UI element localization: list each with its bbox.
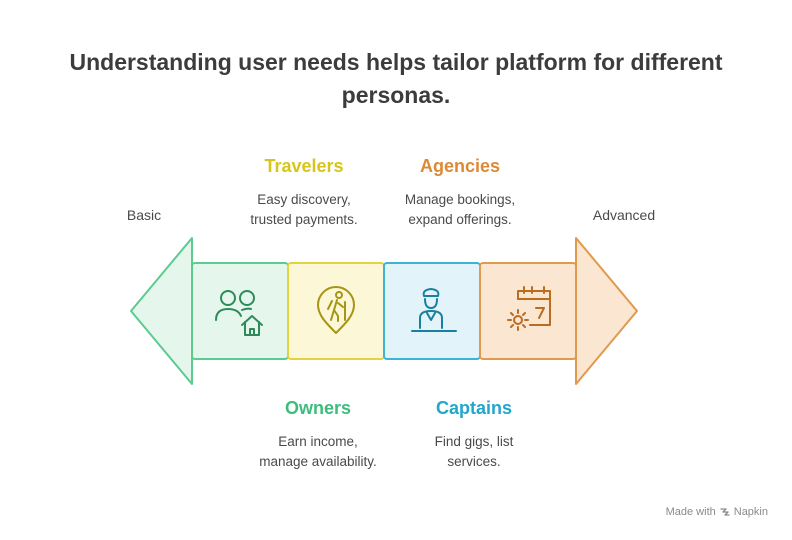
persona-desc-line: Manage bookings,: [404, 192, 516, 207]
napkin-brand-text: Napkin: [733, 506, 768, 518]
persona-title-travelers: Travelers: [264, 156, 344, 176]
page-title: Understanding user needs helps tailor pl…: [40, 46, 752, 112]
persona-desc-line: expand offerings.: [408, 212, 512, 227]
left-arrow-head: [130, 237, 193, 385]
title-line-2: personas.: [341, 82, 451, 108]
calendar-gear-icon: [507, 286, 551, 331]
persona-desc-agencies: Manage bookings, expand offerings.: [380, 190, 540, 230]
owners-box: [191, 262, 289, 360]
persona-desc-line: Earn income,: [278, 434, 358, 449]
people-home-icon: [215, 290, 263, 336]
persona-desc-line: Find gigs, list: [434, 434, 514, 449]
scale-right-label: Advanced: [592, 207, 656, 223]
napkin-credit: Made with Napkin: [666, 506, 768, 518]
persona-title-captains: Captains: [435, 398, 513, 418]
captain-icon: [411, 288, 457, 332]
scale-left-label: Basic: [126, 207, 162, 223]
right-arrow-head: [575, 237, 638, 385]
travelers-box: [287, 262, 385, 360]
persona-desc-captains: Find gigs, list services.: [396, 432, 552, 472]
persona-desc-line: Easy discovery,: [257, 192, 351, 207]
agencies-box: [479, 262, 577, 360]
title-line-1: Understanding user needs helps tailor pl…: [69, 49, 723, 75]
persona-title-agencies: Agencies: [419, 156, 501, 176]
persona-desc-line: manage availability.: [259, 454, 377, 469]
persona-title-owners: Owners: [284, 398, 352, 418]
hiker-location-icon: [317, 286, 355, 334]
napkin-logo-icon: [720, 508, 730, 516]
persona-desc-line: services.: [447, 454, 501, 469]
persona-desc-owners: Earn income, manage availability.: [236, 432, 400, 472]
made-with-text: Made with: [665, 506, 716, 518]
persona-desc-line: trusted payments.: [250, 212, 358, 227]
persona-desc-travelers: Easy discovery, trusted payments.: [226, 190, 382, 230]
